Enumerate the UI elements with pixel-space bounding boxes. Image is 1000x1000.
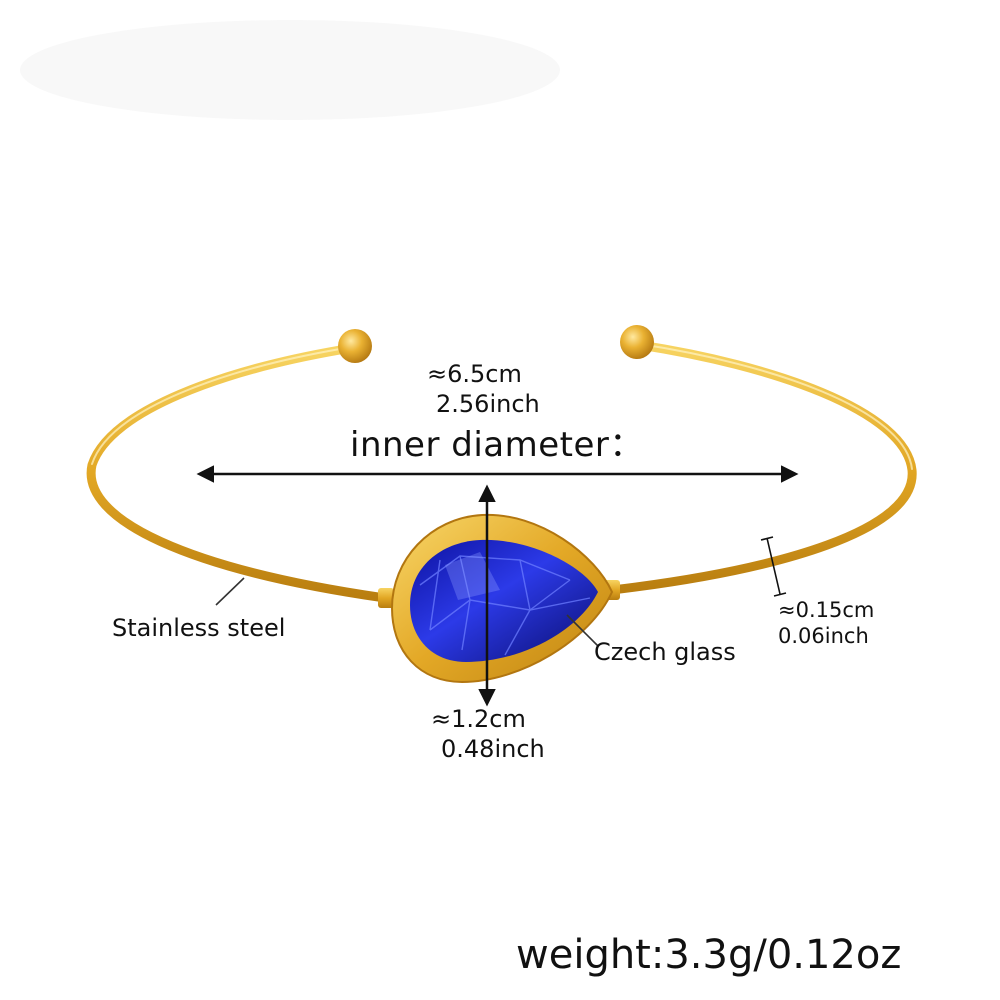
ball-end-right	[620, 325, 654, 359]
czech-glass-stone	[410, 539, 598, 662]
stainless-steel-label: Stainless steel	[112, 614, 286, 642]
stone-facets	[419, 555, 591, 656]
height-cm-label: ≈1.2cm	[431, 705, 526, 733]
weight-label: weight:3.3g/0.12oz	[516, 932, 902, 978]
thickness-inch-label: 0.06inch	[778, 624, 869, 648]
bezel-connector-left	[378, 588, 394, 608]
width-inch-label: 2.56inch	[436, 390, 540, 418]
stainless-steel-leader	[215, 577, 245, 606]
czech-glass-label: Czech glass	[594, 638, 736, 666]
width-cm-label: ≈6.5cm	[427, 360, 522, 388]
inner-diameter-label: inner diameter：	[350, 425, 644, 465]
height-inch-label: 0.48inch	[441, 735, 545, 763]
soft-shadow	[20, 20, 560, 120]
thickness-bracket	[760, 536, 787, 597]
bangle-wire	[86, 340, 917, 603]
czech-glass-leader	[566, 614, 599, 647]
thickness-cm-label: ≈0.15cm	[778, 598, 875, 622]
ball-end-left	[338, 329, 372, 363]
